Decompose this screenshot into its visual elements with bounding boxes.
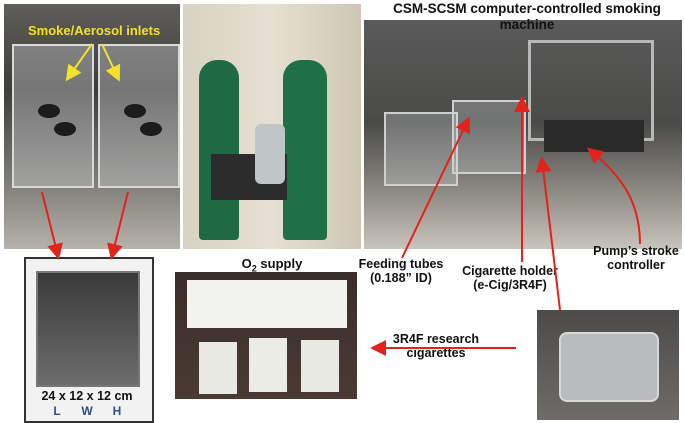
photo-cigarette-holder-tray bbox=[537, 310, 679, 420]
o2-prefix: O bbox=[241, 256, 252, 271]
cigarette-carton bbox=[187, 280, 347, 328]
mouse bbox=[124, 104, 146, 118]
single-exposure-cage bbox=[36, 271, 140, 387]
mouse bbox=[54, 122, 76, 136]
cigarette-holder-label: Cigarette holder (e-Cig/3R4F) bbox=[452, 264, 568, 293]
o2-subscript: 2 bbox=[251, 263, 257, 274]
exposure-chamber bbox=[452, 100, 526, 174]
exposure-chamber bbox=[384, 112, 458, 186]
o2-supply-label: O2 supply bbox=[222, 256, 322, 274]
cigarette-pack bbox=[301, 340, 339, 392]
feeding-tubes-label: Feeding tubes (0.188” ID) bbox=[355, 257, 447, 286]
feeding-tubes-line2: (0.188” ID) bbox=[370, 271, 432, 286]
inlets-label: Smoke/Aerosol inlets bbox=[28, 23, 161, 38]
metal-tray bbox=[559, 332, 659, 402]
research-cigarettes-line2: cigarettes bbox=[406, 346, 466, 361]
o2-suffix: supply bbox=[256, 256, 303, 271]
figure-title: CSM-SCSM computer-controlled smoking mac… bbox=[393, 1, 661, 32]
feeding-tubes-line1: Feeding tubes bbox=[358, 257, 444, 271]
cigarette-holder-line1: Cigarette holder bbox=[462, 264, 558, 278]
photo-single-cage bbox=[24, 257, 154, 423]
pump-controller-label: Pump’s stroke controller bbox=[588, 244, 684, 273]
photo-smoking-machine bbox=[364, 20, 682, 249]
photo-oxygen-supply bbox=[183, 4, 361, 249]
pump-assembly bbox=[544, 120, 644, 152]
dimension-h: H bbox=[112, 404, 122, 418]
mouse bbox=[38, 104, 60, 118]
dimension-w: W bbox=[81, 404, 93, 418]
photo-mouse-exposure-cages bbox=[4, 4, 180, 249]
dimension-l: L bbox=[53, 404, 61, 418]
cigarette-holder-line2: (e-Cig/3R4F) bbox=[473, 278, 547, 293]
research-cigarettes-label: 3R4F research cigarettes bbox=[372, 332, 500, 361]
oxygen-tank-left bbox=[199, 60, 239, 240]
cigarette-pack bbox=[199, 342, 237, 394]
research-cigarettes-line1: 3R4F research bbox=[392, 332, 480, 346]
cigarette-pack bbox=[249, 338, 287, 392]
mouse bbox=[140, 122, 162, 136]
cage-dimensions-label: 24 x 12 x 12 cm bbox=[41, 389, 133, 403]
photo-research-cigarettes bbox=[175, 272, 357, 399]
pump-controller-line1: Pump’s stroke bbox=[593, 244, 679, 258]
humidifier-jar bbox=[255, 124, 285, 184]
pump-controller-line2: controller bbox=[607, 258, 665, 273]
oxygen-tank-right bbox=[283, 60, 327, 240]
